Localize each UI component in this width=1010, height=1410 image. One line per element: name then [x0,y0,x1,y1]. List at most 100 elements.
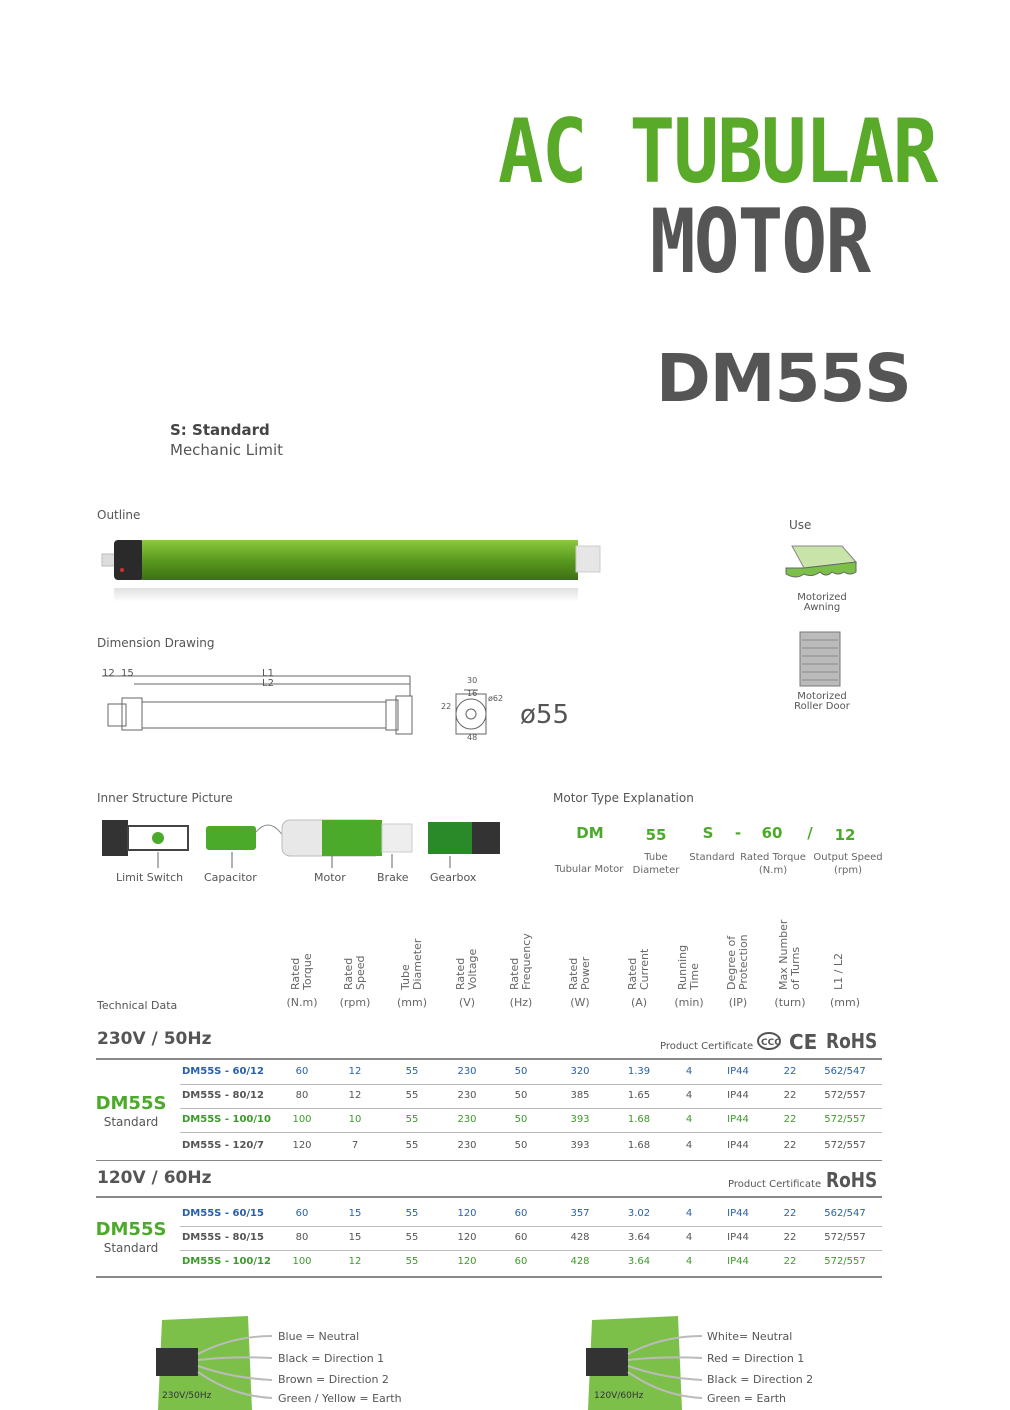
row-cell: 7 [351,1140,359,1151]
mt-desc-torque: Rated Torque (N.m) [740,852,806,876]
row-cell: 120 [292,1140,312,1151]
mt-desc-diameter: Tube Diameter [632,852,680,876]
row-cell: 4 [685,1208,693,1219]
row-model: DM55S - 60/12 [182,1066,264,1077]
column-unit-5: (W) [570,996,590,1009]
row-cell: 55 [405,1114,419,1125]
wire-120v-4: Green = Earth [707,1392,787,1405]
row-cell: IP44 [727,1208,749,1219]
standard-desc: Mechanic Limit [170,441,283,459]
dim-l2: L2 [262,678,274,689]
outline-label: Outline [97,508,141,522]
wire-230v-1: Blue = Neutral [278,1330,360,1343]
use-label: Use [789,518,812,532]
row-cell: 428 [570,1256,590,1267]
row-cell: 120 [457,1232,477,1243]
mt-code-slash: / [807,824,813,842]
row-cell: 1.68 [627,1140,651,1151]
group2-name: DM55S [95,1219,167,1240]
row-cell: 562/547 [824,1066,866,1077]
awning-icon [785,545,858,578]
column-header-2: Tube Diameter [399,938,424,990]
title-line2: MOTOR [650,190,871,293]
row-cell: 4 [685,1114,693,1125]
row-cell: 60 [514,1208,528,1219]
mt-desc-standard: Standard [689,852,735,863]
tube-diameter-label: ø55 [520,700,569,730]
mt-code-s: S [702,824,714,842]
row-cell: 22 [783,1256,797,1267]
row-cell: IP44 [727,1256,749,1267]
dim-22: 22 [441,702,452,711]
group2-bottom-rule [96,1276,882,1278]
standard-label: S: Standard [170,421,270,439]
group1-bottom-rule [96,1160,882,1161]
row-cell: 3.02 [627,1208,651,1219]
row-cell: 428 [570,1232,590,1243]
column-header-1: Rated Speed [342,955,367,990]
svg-text:CCC: CCC [761,1038,781,1048]
row-divider [180,1250,882,1251]
row-cell: 3.64 [627,1232,651,1243]
dimension-drawing [102,675,413,735]
row-cell: 4 [685,1140,693,1151]
row-cell: IP44 [727,1232,749,1243]
mt-code-dm: DM [576,824,604,842]
row-cell: IP44 [727,1140,749,1151]
column-header-9: Max Number of Turns [777,919,802,990]
row-model: DM55S - 120/7 [182,1140,264,1151]
row-cell: 80 [295,1232,309,1243]
mt-desc-tubular: Tubular Motor [554,864,624,875]
column-unit-3: (V) [458,996,476,1009]
row-cell: 4 [685,1090,693,1101]
wire-230v-3: Brown = Direction 2 [278,1373,389,1386]
dim-30: 30 [467,676,478,685]
row-cell: IP44 [727,1114,749,1125]
column-header-5: Rated Power [567,956,592,990]
group1-rohs: RoHS [826,1029,878,1053]
inner-structure-label: Inner Structure Picture [97,791,233,805]
column-header-7: Running Time [676,944,701,990]
row-cell: IP44 [727,1090,749,1101]
column-unit-8: (IP) [728,996,748,1009]
use-item-awning: Motorized Awning [797,592,847,613]
column-unit-7: (min) [674,996,704,1009]
row-cell: 393 [570,1140,590,1151]
row-cell: 50 [514,1090,528,1101]
row-cell: IP44 [727,1066,749,1077]
wire-230v-2: Black = Direction 1 [278,1352,385,1365]
group1-cert-label: Product Certificate [660,1041,754,1052]
wire-120v-3: Black = Direction 2 [707,1373,814,1386]
mt-desc-speed: Output Speed (rpm) [813,852,883,876]
row-model: DM55S - 80/15 [182,1232,264,1243]
row-cell: 50 [514,1140,528,1151]
row-cell: 230 [457,1066,477,1077]
row-cell: 3.64 [627,1256,651,1267]
column-unit-2: (mm) [396,996,427,1009]
row-cell: 1.39 [627,1066,651,1077]
row-cell: 12 [348,1090,362,1101]
inner-label-capacitor: Capacitor [204,871,257,884]
row-cell: 22 [783,1114,797,1125]
column-header-6: Rated Current [626,948,651,990]
wiring-diagram-230v [156,1316,273,1410]
row-cell: 120 [457,1208,477,1219]
column-unit-1: (rpm) [339,996,371,1009]
dim-l1: L1 [262,668,274,679]
inner-label-motor: Motor [314,871,346,884]
row-cell: 572/557 [824,1232,866,1243]
row-model: DM55S - 100/12 [182,1256,271,1267]
inner-label-gearbox: Gearbox [430,871,477,884]
row-cell: 572/557 [824,1114,866,1125]
row-cell: 230 [457,1090,477,1101]
end-view-drawing [455,689,487,735]
inner-structure-image [102,819,500,868]
row-cell: 55 [405,1140,419,1151]
row-model: DM55S - 60/15 [182,1208,264,1219]
column-unit-6: (A) [630,996,648,1009]
row-divider [180,1084,882,1085]
row-cell: 230 [457,1114,477,1125]
group2-cert-label: Product Certificate [728,1179,822,1190]
row-cell: 12 [348,1256,362,1267]
group2-top-rule [96,1196,882,1198]
